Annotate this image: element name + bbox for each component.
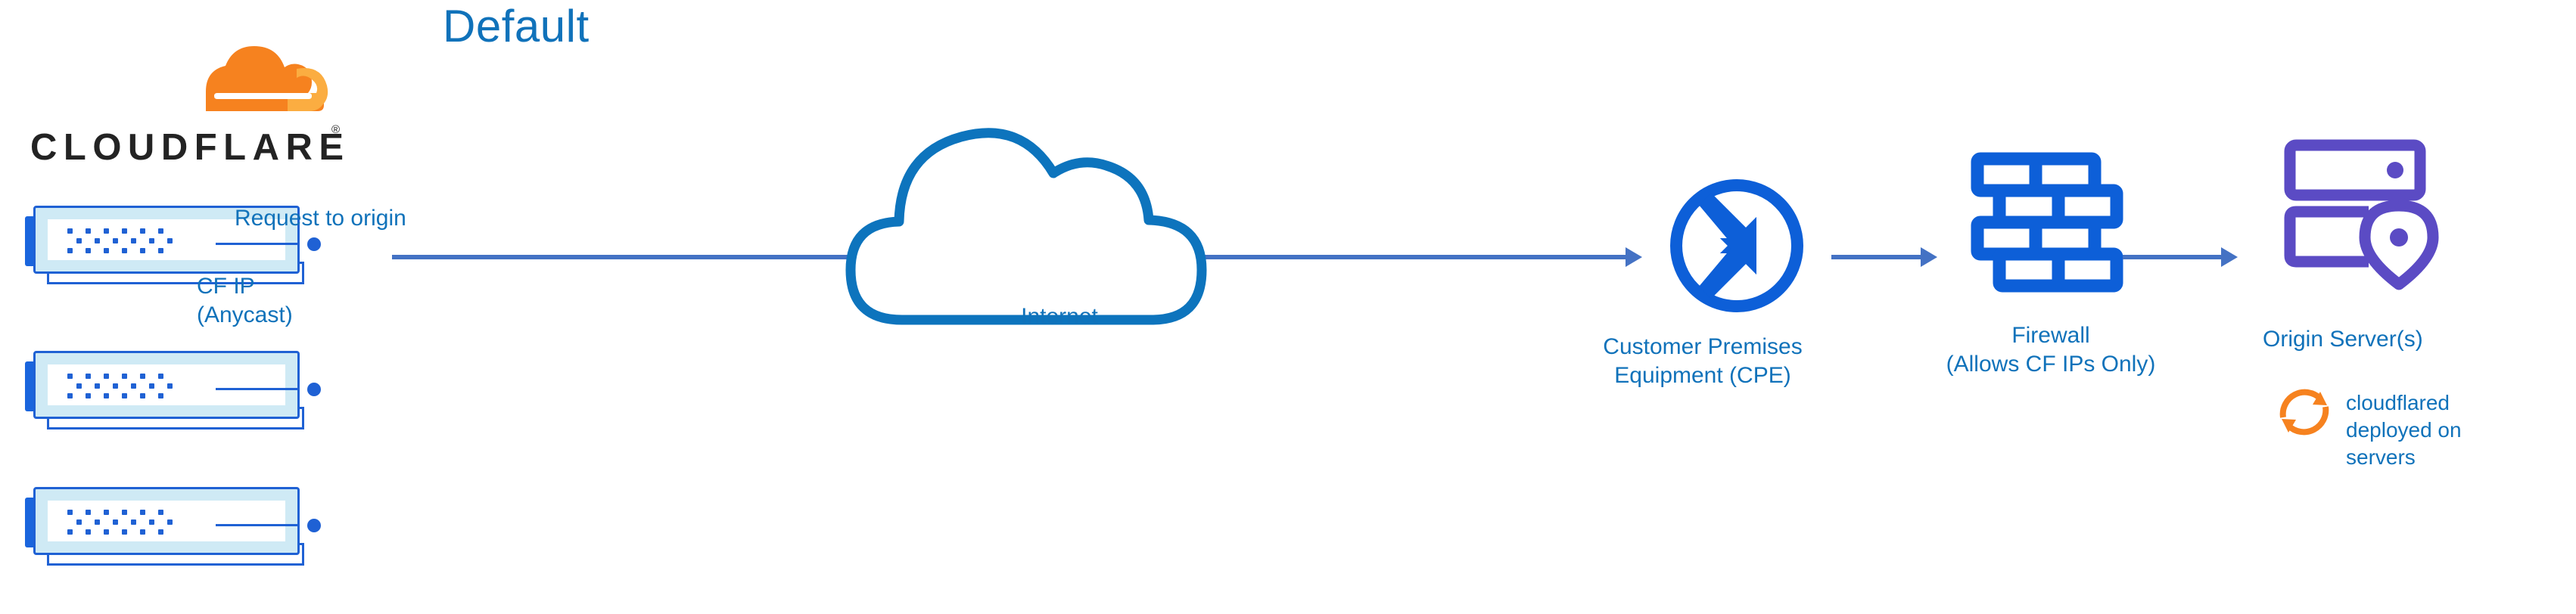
arrow-cpe-to-firewall-head-icon [1921, 247, 1937, 267]
firewall-label: Firewall (Allows CF IPs Only) [1946, 323, 2156, 377]
arrow-cpe-to-firewall-line [1831, 255, 1921, 259]
server-front-panel [48, 364, 321, 405]
internet-label: Internet [1021, 304, 1098, 329]
cloudflare-cloud-logo-icon [206, 46, 328, 111]
server-status-led-icon [307, 383, 321, 396]
cloudflared-note-label: cloudflared deployed on servers [2346, 391, 2462, 469]
server-slot-line-icon [216, 243, 297, 245]
server-chassis-icon [33, 206, 321, 274]
cloudflare-wordmark: CLOUDFLARE [30, 127, 350, 168]
cpe-label: Customer Premises Equipment (CPE) [1603, 334, 1803, 388]
brick-wall-icon [1968, 150, 2126, 305]
arrow-edge-to-cpe-head-icon [1626, 247, 1642, 267]
page-title: Default [443, 1, 590, 51]
server-rack-unit [0, 203, 321, 286]
arrow-firewall-to-origin-line [2123, 255, 2221, 259]
server-slot-line-icon [216, 524, 297, 526]
server-chassis-icon [33, 351, 321, 419]
origin-label: Origin Server(s) [2263, 327, 2423, 352]
server-status-led-icon [307, 237, 321, 251]
request-to-origin-label: Request to origin [235, 206, 406, 231]
registered-trademark-icon: ® [331, 123, 341, 136]
internet-cloud-icon [840, 110, 1279, 333]
arrow-firewall-to-origin-head-icon [2221, 247, 2238, 267]
server-slot-line-icon [216, 388, 297, 390]
server-rack-unit [0, 348, 321, 431]
server-front-panel [48, 501, 321, 541]
router-four-arrows-icon [1661, 170, 1812, 325]
server-location-pin-icon [2278, 136, 2452, 314]
cf-ip-anycast-label: CF IP (Anycast) [197, 274, 293, 327]
server-rack-unit [0, 484, 321, 567]
server-status-led-icon [307, 519, 321, 532]
server-front-panel [48, 219, 321, 260]
server-chassis-icon [33, 487, 321, 555]
sync-arrows-icon [2270, 378, 2338, 450]
cloudflare-logo: CLOUDFLARE ® [30, 42, 350, 174]
